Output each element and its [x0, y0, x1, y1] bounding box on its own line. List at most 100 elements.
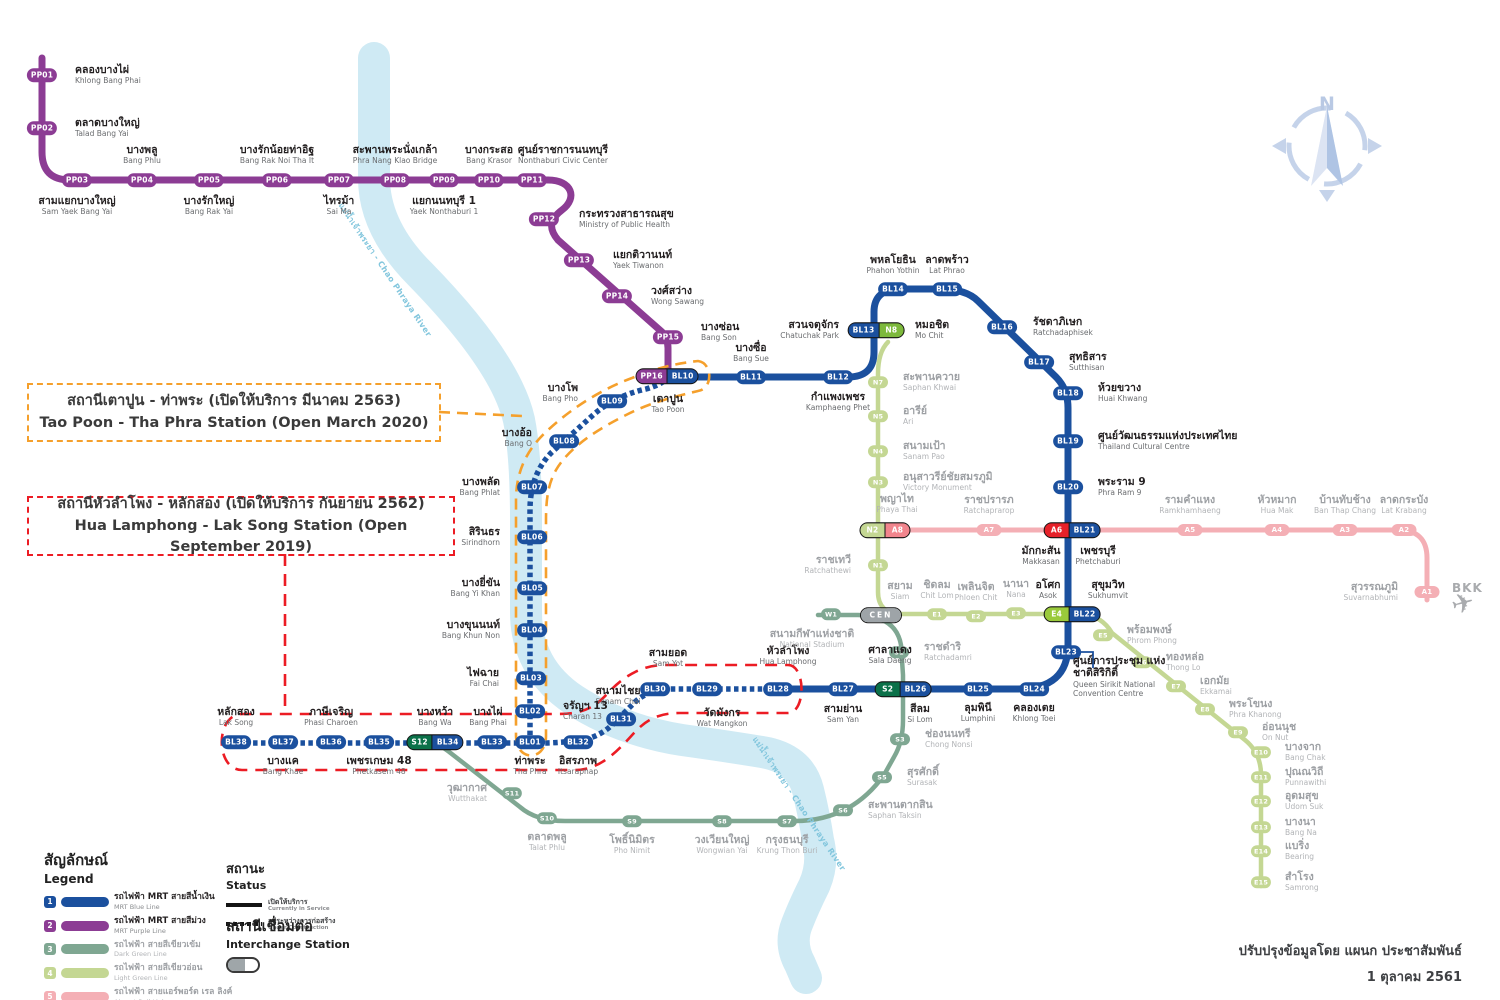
station-PP03: PP03 [61, 173, 93, 187]
station-code-E10: E10 [1250, 746, 1272, 758]
label-krung-thon-buri: กรุงธนบุรีKrung Thon Buri [756, 834, 818, 855]
station-PP15: PP15 [652, 330, 684, 344]
station-BL18: BL18 [1053, 386, 1083, 400]
station-BL01: BL01 [515, 735, 545, 749]
station-code-A8: A8 [885, 523, 910, 537]
label-ratchathewi: ราชเทวีRatchathewi [804, 553, 851, 575]
station-code-BL09: BL09 [597, 394, 627, 408]
station-code-E3: E3 [1006, 607, 1026, 619]
station-E14: E14 [1250, 845, 1272, 857]
station-code-S9: S9 [622, 815, 642, 827]
station-N4: N4 [868, 445, 888, 457]
station-code-S8: S8 [712, 815, 732, 827]
station-code-PP05: PP05 [193, 173, 225, 187]
station-code-BL11: BL11 [736, 370, 766, 384]
station-N3: N3 [868, 476, 888, 488]
station-code-BL21: BL21 [1069, 523, 1100, 537]
station-A2: A2 [1391, 524, 1417, 536]
station-BL29: BL29 [692, 682, 722, 696]
legend-line-swatch [61, 920, 109, 931]
station-code-BL28: BL28 [763, 682, 793, 696]
label-bang-rak-yai: บางรักใหญ่Bang Rak Yai [183, 195, 235, 216]
station-PP11: PP11 [516, 173, 548, 187]
station-code-E14: E14 [1250, 845, 1272, 857]
station-code-BL38: BL38 [221, 735, 251, 749]
legend-number-badge: 1 [44, 895, 56, 908]
station-PP08: PP08 [379, 173, 411, 187]
station-code-BL15: BL15 [932, 282, 962, 296]
station-BL33: BL33 [477, 735, 507, 749]
station-PP07: PP07 [323, 173, 355, 187]
station-E8: E8 [1195, 703, 1215, 715]
sirikit-centre-callout: ศูนย์การประชุม แห่งชาติสิริกิติ์ Queen S… [1073, 655, 1166, 698]
station-BL11: BL11 [736, 370, 766, 384]
station-code-BL29: BL29 [692, 682, 722, 696]
station-code-BL05: BL05 [517, 581, 547, 595]
legend-number-badge: 3 [44, 943, 56, 956]
station-BL28: BL28 [763, 682, 793, 696]
interchange-legend: สถานีเชื่อมต่อ Interchange Station [226, 915, 350, 973]
station-A1: A1 [1414, 586, 1440, 598]
station-code-N7: N7 [868, 376, 888, 388]
compass-north-label: N [1319, 93, 1335, 115]
station-PP09: PP09 [428, 173, 460, 187]
legend-number-badge: 4 [44, 967, 56, 980]
station-BL30: BL30 [640, 682, 670, 696]
label-wongwian-yai: วงเวียนใหญ่Wongwian Yai [694, 834, 750, 855]
station-code-S6: S6 [833, 804, 853, 816]
station-S1: S1 [889, 646, 909, 658]
station-N5: N5 [868, 410, 888, 422]
legend-line-swatch [61, 896, 109, 907]
station-code-N4: N4 [868, 445, 888, 457]
station-code-E15: E15 [1250, 876, 1272, 888]
station-A3: A3 [1332, 524, 1358, 536]
station-code-PP07: PP07 [323, 173, 355, 187]
sirikit-callout-line [1080, 651, 1094, 668]
station-BL04: BL04 [517, 623, 547, 637]
station-code-BL18: BL18 [1053, 386, 1083, 400]
station-S5: S5 [872, 771, 892, 783]
label-victory-monument: อนุสาวรีย์ชัยสมรภูมิVictory Monument [903, 470, 993, 492]
station-code-S1: S1 [889, 646, 909, 658]
legend-title: สัญลักษณ์ Legend [44, 851, 109, 886]
label-ari: อารีย์Ari [903, 404, 927, 426]
station-PP04: PP04 [126, 173, 158, 187]
station-code-S10: S10 [536, 812, 558, 824]
station-code-BL34: BL34 [432, 735, 463, 749]
station-code-PP10: PP10 [473, 173, 505, 187]
station-code-N5: N5 [868, 410, 888, 422]
label-talat-phlu: ตลาดพลูTalat Phlu [527, 831, 567, 852]
station-code-N8: N8 [879, 323, 904, 337]
station-BL25: BL25 [963, 682, 993, 696]
station-code-PP04: PP04 [126, 173, 158, 187]
note-hualamphong-laksong: สถานีหัวลำโพง - หลักสอง (เปิดให้บริการ ก… [27, 496, 455, 556]
